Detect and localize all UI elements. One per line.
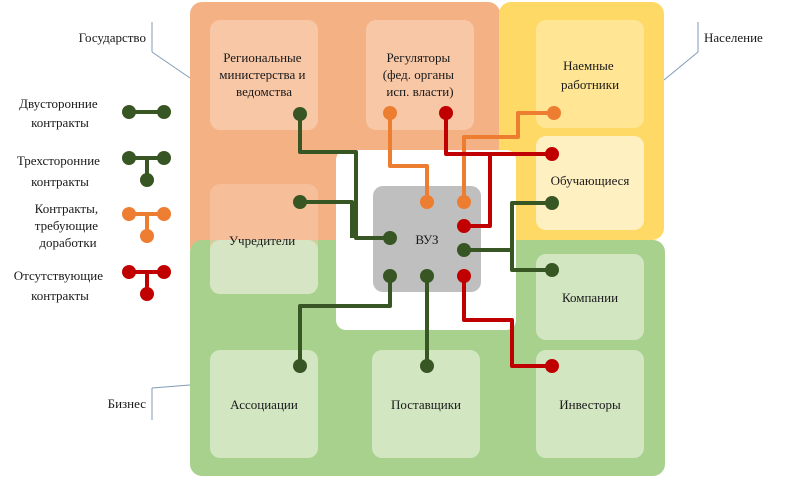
- dot-university-bottom-mid: [420, 269, 434, 283]
- dot-investors: [545, 359, 559, 373]
- students-box: [536, 136, 644, 230]
- suppliers-label: Поставщики: [391, 397, 461, 412]
- employees-box: [536, 20, 644, 128]
- dot-students-green: [545, 196, 559, 210]
- students-label: Обучающиеся: [551, 173, 630, 188]
- employees-label: Наемные работники: [561, 58, 619, 92]
- business-callout-leader: [151, 384, 191, 389]
- state-region-label: Государство: [79, 30, 146, 45]
- legend-needs-work-label: Контракты, требующие доработки: [35, 201, 102, 250]
- dot-regulators-orange: [383, 106, 397, 120]
- investors-label: Инвесторы: [559, 397, 621, 412]
- legend-two-sided-label: Двусторонние контракты: [19, 96, 101, 130]
- dot-university-orange-a: [420, 195, 434, 209]
- green-contract-lines: [298, 114, 552, 366]
- orange-dots: [383, 106, 561, 209]
- dot-companies: [545, 263, 559, 277]
- dot-regulators-red: [439, 106, 453, 120]
- associations-box: [210, 350, 318, 458]
- line-ministries-university: [298, 114, 386, 240]
- red-contract-lines: [444, 113, 552, 368]
- green-dots: [293, 107, 559, 373]
- line-regulators-students: [444, 113, 552, 156]
- legend: Двусторонние контракты Трехсторонние кон…: [14, 96, 171, 303]
- investors-box: [536, 350, 644, 458]
- line-university-students-red: [464, 154, 492, 228]
- state-callout-leader: [151, 51, 191, 79]
- population-region-label: Население: [704, 30, 763, 45]
- line-regulators-university: [388, 113, 429, 202]
- line-university-students: [464, 201, 552, 252]
- line-founders-university: [300, 200, 354, 238]
- population-callout-leader: [663, 51, 699, 81]
- dot-university-left: [383, 231, 397, 245]
- legend-three-sided-icon: [122, 151, 171, 187]
- dot-university-orange-b: [457, 195, 471, 209]
- founders-label: Учредители: [229, 233, 295, 248]
- dot-ministries: [293, 107, 307, 121]
- associations-label: Ассоциации: [230, 397, 298, 412]
- university-label: ВУЗ: [415, 232, 438, 247]
- legend-missing-icon: [122, 265, 171, 301]
- ministries-box: [210, 20, 318, 130]
- ministries-label: Региональные министерства и ведомства: [219, 50, 308, 99]
- dot-students-red: [545, 147, 559, 161]
- red-dots: [439, 106, 559, 373]
- line-university-investors: [462, 276, 552, 368]
- dot-suppliers: [420, 359, 434, 373]
- line-university-companies: [510, 250, 552, 272]
- legend-three-sided-label: Трехсторонние контракты: [17, 153, 103, 189]
- dot-founders: [293, 195, 307, 209]
- dot-associations: [293, 359, 307, 373]
- university-box: [373, 186, 481, 292]
- founders-box-lower: [210, 240, 318, 294]
- companies-label: Компании: [562, 290, 618, 305]
- dot-university-right: [457, 243, 471, 257]
- dot-university-red-top: [457, 219, 471, 233]
- regulators-label: Регуляторы (фед. органы исп. власти): [383, 50, 458, 99]
- orange-contract-lines: [388, 111, 554, 202]
- line-employees-university: [462, 111, 554, 202]
- line-university-associations: [298, 276, 392, 366]
- dot-university-bottom-left: [383, 269, 397, 283]
- business-region-label: Бизнес: [108, 396, 147, 411]
- legend-missing-label: Отсутствующие контракты: [14, 268, 107, 303]
- suppliers-box: [372, 350, 480, 458]
- companies-box: [536, 254, 644, 340]
- legend-needs-work-icon: [122, 207, 171, 243]
- regulators-box: [366, 20, 474, 130]
- dot-employees: [547, 106, 561, 120]
- dot-university-red-bottom: [457, 269, 471, 283]
- legend-two-sided-icon: [122, 105, 171, 119]
